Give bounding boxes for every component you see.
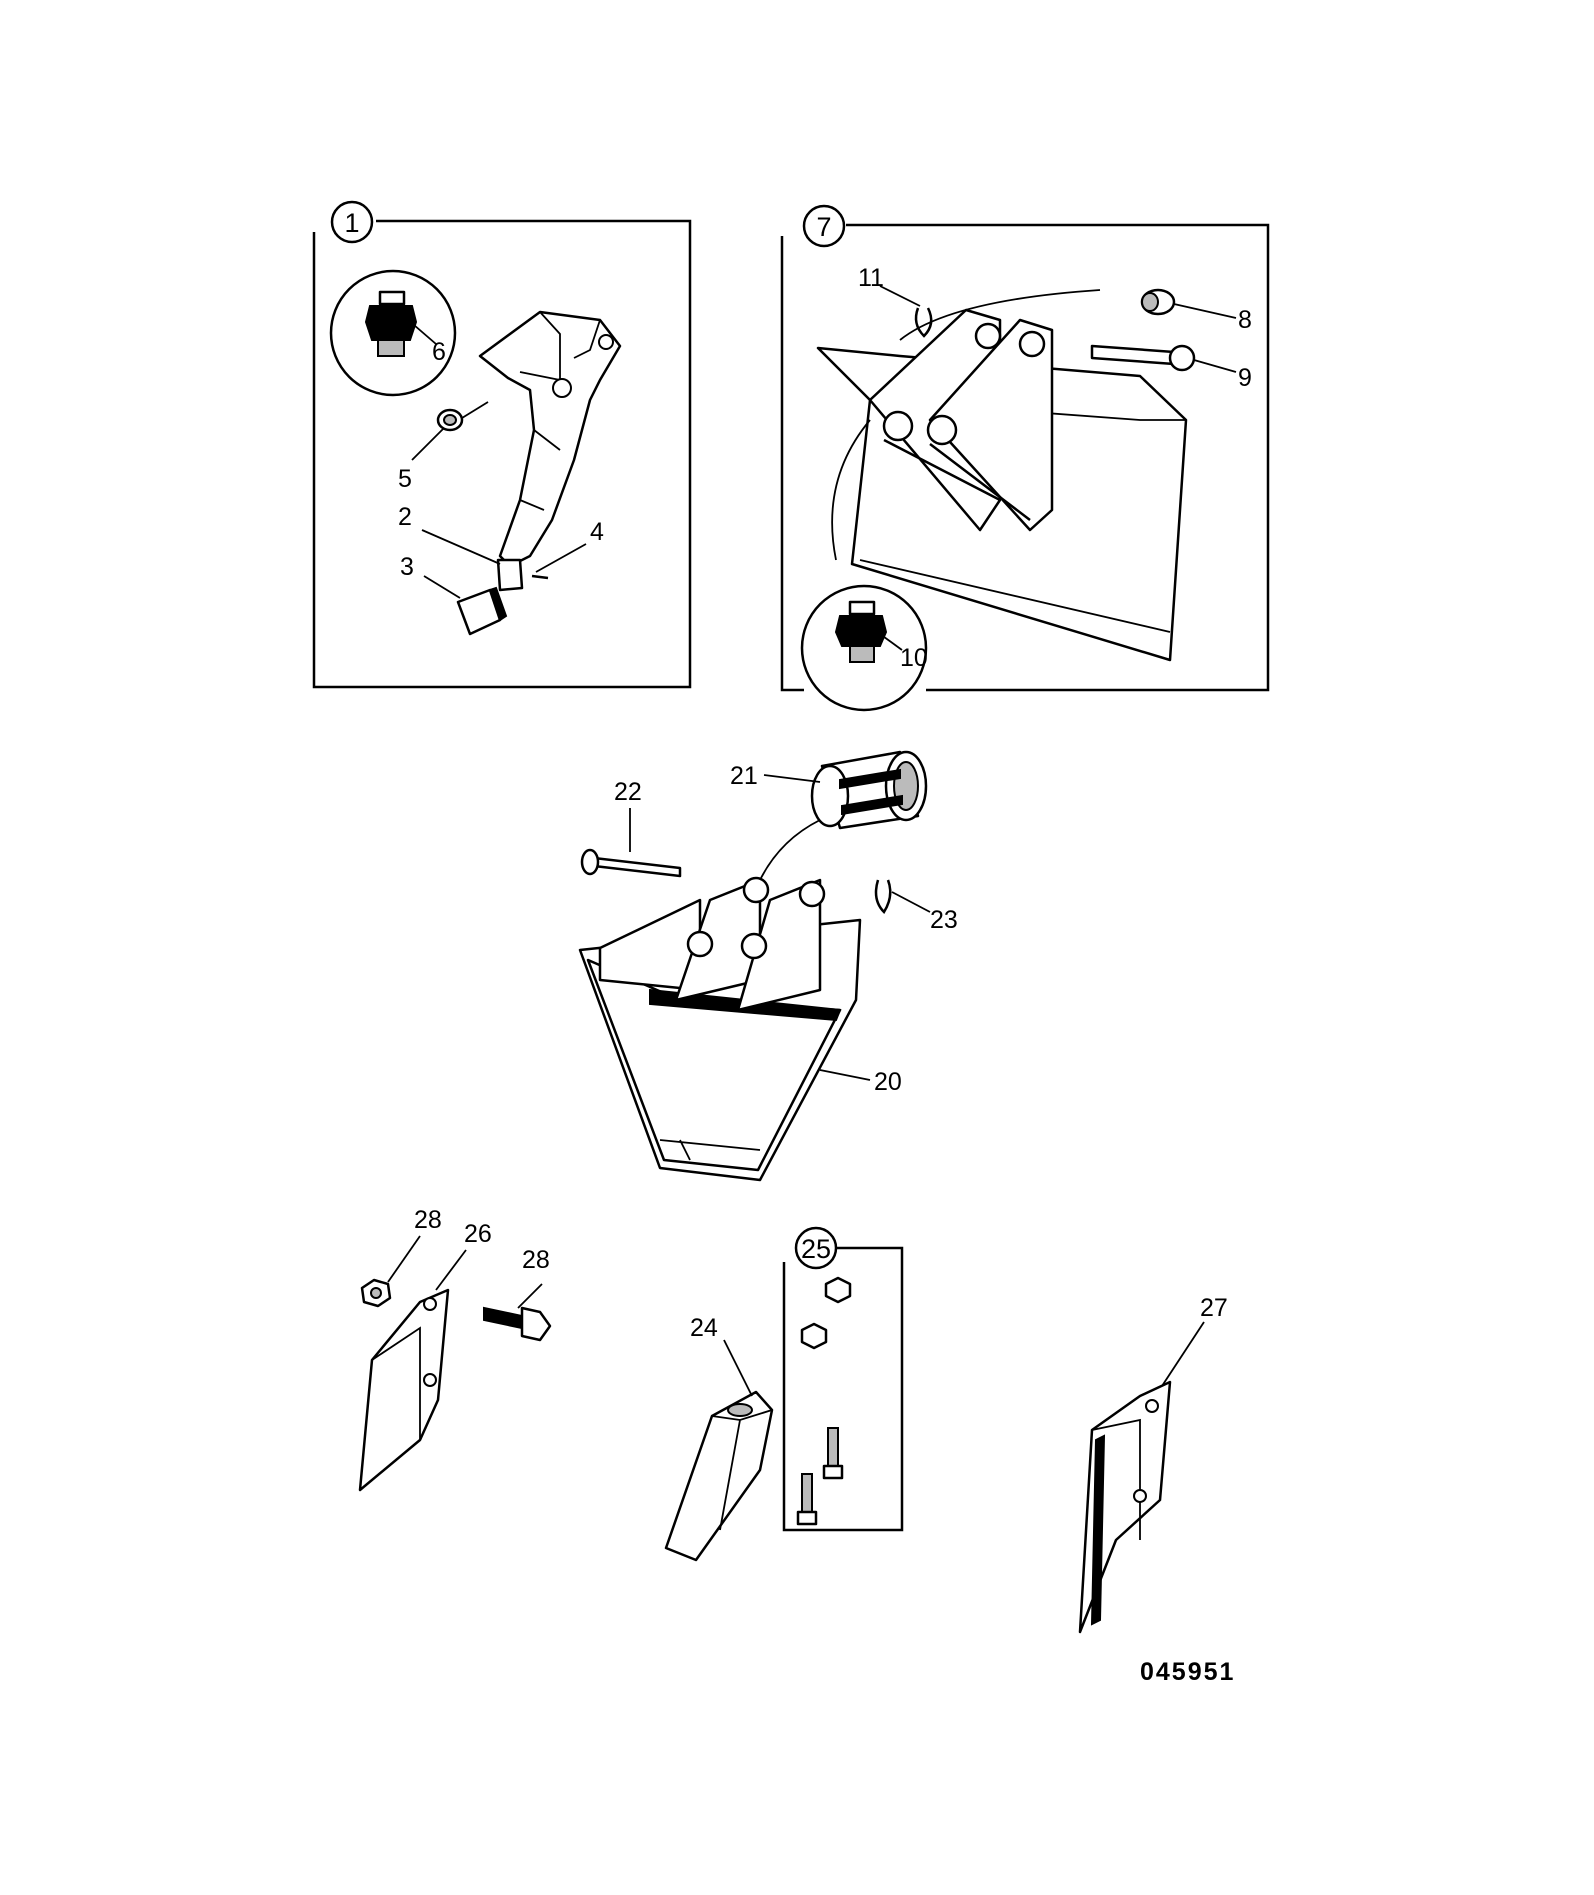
- bucket-bush-8: [1140, 288, 1176, 316]
- callout-3: 3: [400, 553, 414, 581]
- side-cutter-26: [358, 1288, 450, 1492]
- shank-tip-adaptor: [496, 558, 524, 592]
- callout-4: 4: [590, 518, 604, 546]
- bolt-28b: [483, 1306, 552, 1342]
- tooth-kit-panel-number: 25: [801, 1234, 831, 1264]
- callout-5: 5: [398, 465, 412, 493]
- side-cutter-27: [1078, 1380, 1172, 1634]
- callout-2: 2: [398, 503, 412, 531]
- kit-bolt-2: [796, 1473, 818, 1526]
- bucket-clip-23: [874, 879, 892, 914]
- callout-26: 26: [464, 1220, 492, 1248]
- ripper-panel: 1 6: [312, 200, 692, 689]
- nut-28a: [360, 1278, 392, 1308]
- bucket-bush-21: [810, 750, 928, 830]
- callout-28b: 28: [522, 1246, 550, 1274]
- bucket-pins-panel-badge: [802, 204, 846, 248]
- ripper-pin-4: [531, 574, 549, 580]
- grease-nipple-10: [834, 600, 888, 663]
- ripper-shank-2: [478, 310, 622, 568]
- bucket-tooth-24: [664, 1390, 774, 1562]
- ripper-panel-badge: [330, 200, 374, 244]
- bucket-pins-panel-frame-right: [846, 223, 1270, 692]
- tooth-kit-panel-badge: [794, 1226, 838, 1270]
- kit-nut-1: [824, 1276, 852, 1304]
- tooth-kit-panel: 25: [782, 1226, 904, 1532]
- bucket-pin-22: [580, 848, 682, 878]
- drawing-number: 045951: [1140, 1658, 1235, 1686]
- kit-nut-2: [800, 1322, 828, 1350]
- kit-bolt-1: [822, 1427, 844, 1480]
- narrow-bucket-20: [578, 876, 862, 1182]
- callout-24: 24: [690, 1314, 718, 1342]
- callout-11: 11: [858, 264, 884, 292]
- callout-8: 8: [1238, 306, 1252, 334]
- callout-28a: 28: [414, 1206, 442, 1234]
- callout-21: 21: [730, 762, 758, 790]
- tooth-kit-panel-frame: [782, 1246, 904, 1532]
- bucket-clip-11: [914, 307, 933, 338]
- callout-10: 10: [900, 644, 928, 672]
- callout-9: 9: [1238, 364, 1252, 392]
- callout-20: 20: [874, 1068, 902, 1096]
- ripper-bush-5: [436, 408, 464, 432]
- grease-nipple-6: [364, 290, 418, 357]
- bucket-pins-panel-number: 7: [816, 212, 831, 242]
- bucket-body: [816, 289, 1188, 662]
- callout-6: 6: [432, 338, 446, 366]
- callout-23: 23: [930, 906, 958, 934]
- bucket-pins-panel: 7 8 9: [780, 204, 1270, 712]
- callout-27: 27: [1200, 1294, 1228, 1322]
- ripper-panel-number: 1: [344, 208, 359, 238]
- callout-22: 22: [614, 778, 642, 806]
- bucket-pin-9: [1090, 344, 1196, 372]
- bucket-pins-panel-frame-left: [780, 236, 804, 692]
- ripper-panel-frame: [312, 219, 692, 689]
